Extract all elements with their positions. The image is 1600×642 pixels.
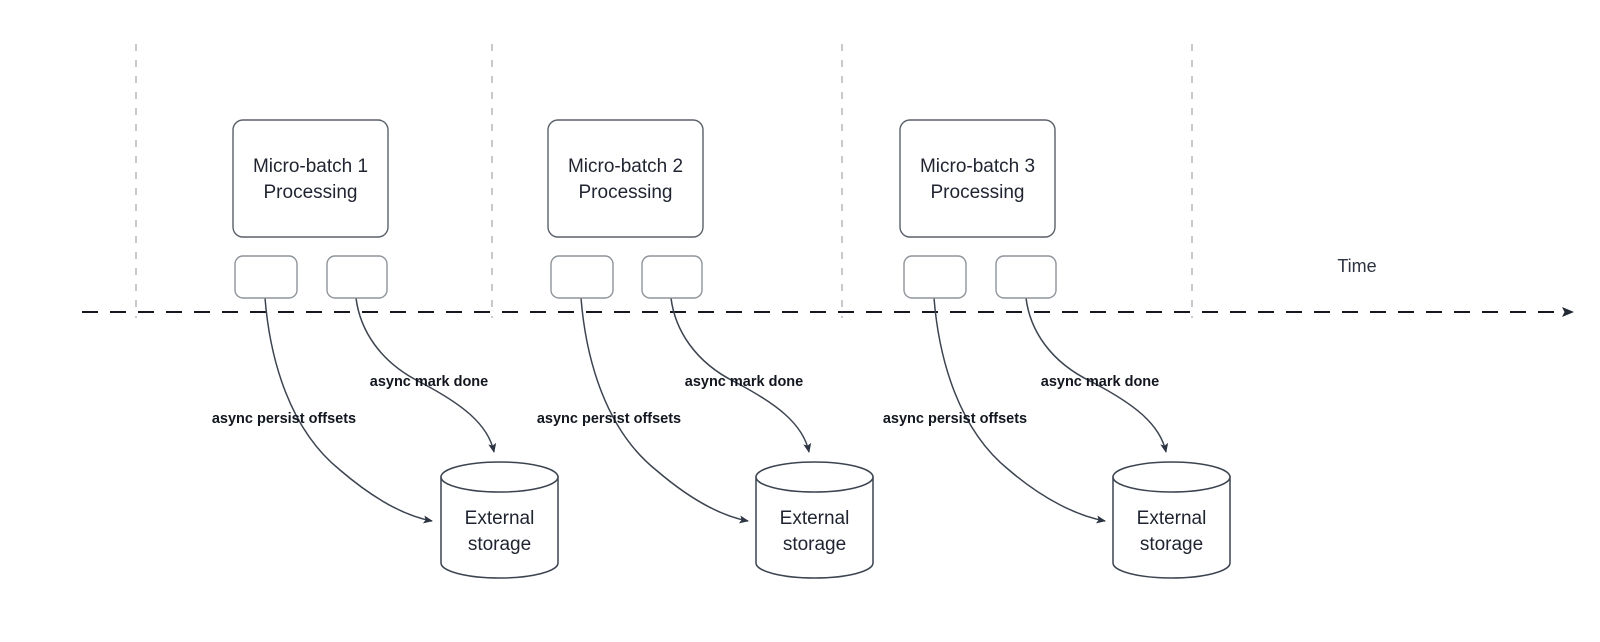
micro-batch-1-box[interactable] — [232, 119, 389, 238]
async-mark-done-1-label: async mark done — [370, 374, 488, 390]
external-storage-3-label-line2: storage — [1140, 534, 1203, 555]
external-storage-3-top — [1112, 461, 1231, 493]
external-storage-1-label-line2: storage — [468, 534, 531, 555]
micro-batch-2-label-line1: Micro-batch 2 — [568, 156, 683, 177]
micro-batch-3-label-line1: Micro-batch 3 — [920, 156, 1035, 177]
external-storage-3-body — [1112, 476, 1231, 579]
async-mark-done-1-arrow — [355, 297, 497, 453]
async-persist-offsets-3-label: async persist offsets — [883, 411, 1027, 427]
external-storage-3[interactable]: External storage — [1112, 461, 1231, 579]
external-storage-2-body — [755, 476, 874, 579]
persist-task-3-box[interactable] — [903, 255, 967, 299]
external-storage-3-label-line1: External — [1137, 508, 1207, 529]
micro-batch-2-box[interactable] — [547, 119, 704, 238]
micro-batch-3-box[interactable] — [899, 119, 1056, 238]
flow-edges-group — [264, 297, 1169, 524]
persist-task-1-box[interactable] — [234, 255, 298, 299]
mark-done-task-2-box[interactable] — [641, 255, 703, 299]
async-mark-done-3-arrow — [1025, 297, 1169, 453]
async-persist-offsets-1-label: async persist offsets — [212, 411, 356, 427]
external-storage-1-top — [440, 461, 559, 493]
micro-batch-2-label-line2: Processing — [579, 182, 673, 203]
time-axis-label: Time — [1337, 256, 1376, 276]
external-storage-1[interactable]: External storage — [440, 461, 559, 579]
async-persist-offsets-1-arrow — [264, 297, 433, 524]
async-mark-done-2-label: async mark done — [685, 374, 803, 390]
tick-lines-group — [135, 44, 1193, 318]
async-mark-done-2-arrow — [670, 297, 812, 453]
external-storage-1-label-line1: External — [465, 508, 535, 529]
mark-done-task-1-box[interactable] — [326, 255, 388, 299]
external-storage-2-label-line1: External — [780, 508, 850, 529]
async-persist-offsets-3-arrow — [933, 297, 1106, 524]
mark-done-task-3-box[interactable] — [995, 255, 1057, 299]
external-storage-2[interactable]: External storage — [755, 461, 874, 579]
edge-labels-group: async persist offsets async mark done asyn… — [212, 374, 1159, 427]
async-persist-offsets-2-arrow — [580, 297, 749, 524]
persist-task-2-box[interactable] — [550, 255, 614, 299]
async-mark-done-3-label: async mark done — [1041, 374, 1159, 390]
micro-batch-3-label-line2: Processing — [931, 182, 1025, 203]
micro-batch-1-label-line1: Micro-batch 1 — [253, 156, 368, 177]
async-persist-offsets-2-label: async persist offsets — [537, 411, 681, 427]
time-axis-group: Time — [82, 256, 1574, 317]
external-storage-1-body — [440, 476, 559, 579]
external-storage-2-top — [755, 461, 874, 493]
micro-batch-1-label-line2: Processing — [264, 182, 358, 203]
external-storage-2-label-line2: storage — [783, 534, 846, 555]
